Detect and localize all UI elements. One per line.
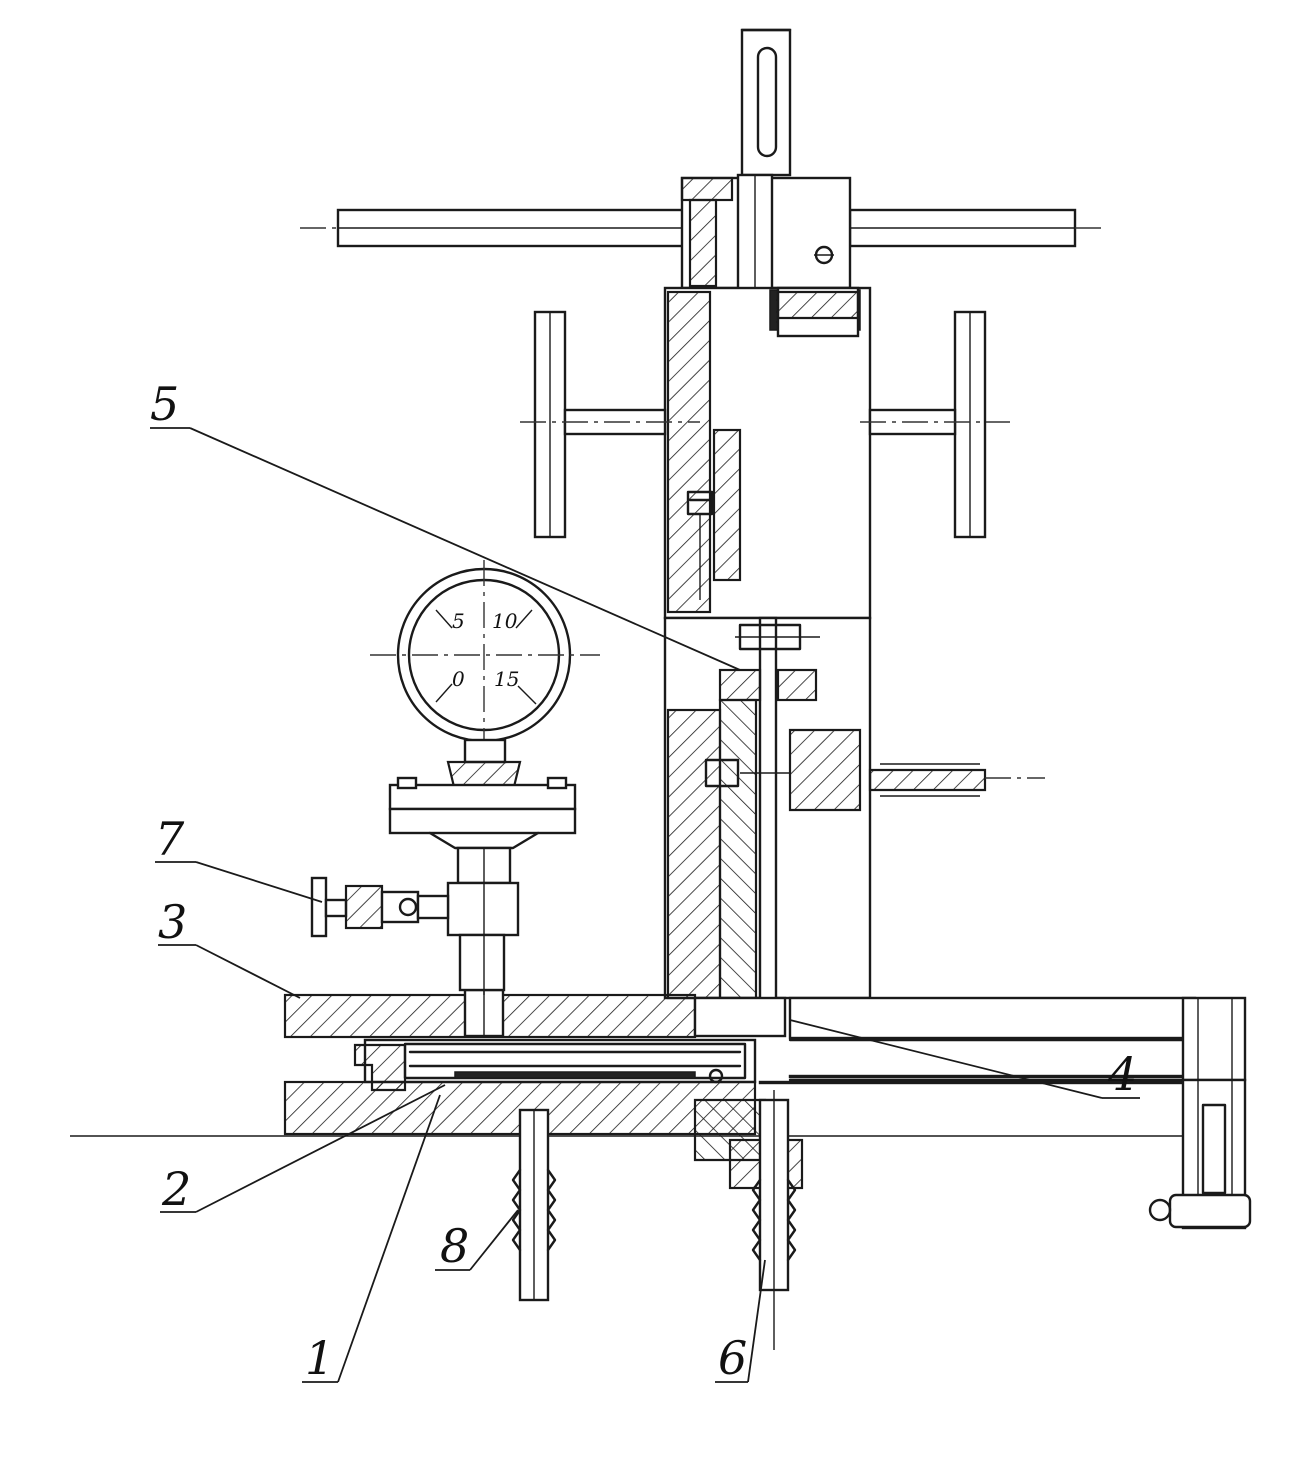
callout-7: 7: [155, 812, 185, 866]
bottom-outlet-fitting: [511, 1108, 557, 1302]
gauge-label-0: 0: [452, 667, 465, 691]
leader-lines: [150, 427, 1140, 1383]
callout-2: 2: [161, 1162, 191, 1216]
callout-3: 3: [158, 895, 187, 949]
top-handle: [740, 28, 792, 177]
left-t-handle: [520, 310, 700, 539]
right-clamp: [1148, 996, 1252, 1230]
right-t-handle: [860, 310, 1010, 539]
upper-plate: [283, 988, 1197, 1040]
gauge-label-15: 15: [494, 667, 519, 691]
needle-valve: [310, 876, 450, 938]
main-body-upper: [663, 286, 872, 620]
chamber-assembly: [353, 1038, 757, 1092]
upper-crossbar: [300, 208, 1105, 248]
gauge-label-10: 10: [492, 609, 518, 633]
callout-4: 4: [1107, 1047, 1137, 1101]
side-outlet-fitting: [751, 1090, 797, 1350]
gauge-label-5: 5: [452, 609, 465, 633]
pressure-gauge: 5 10 0 15: [370, 560, 600, 797]
callout-labels: 5 7 3 2 8 1 6 4: [150, 377, 1137, 1385]
gauge-flange: [388, 776, 577, 995]
callout-6: 6: [718, 1331, 747, 1385]
callout-1: 1: [305, 1331, 334, 1385]
main-body-lower: [663, 616, 1045, 1020]
callout-8: 8: [440, 1219, 469, 1273]
callout-5: 5: [150, 377, 179, 431]
